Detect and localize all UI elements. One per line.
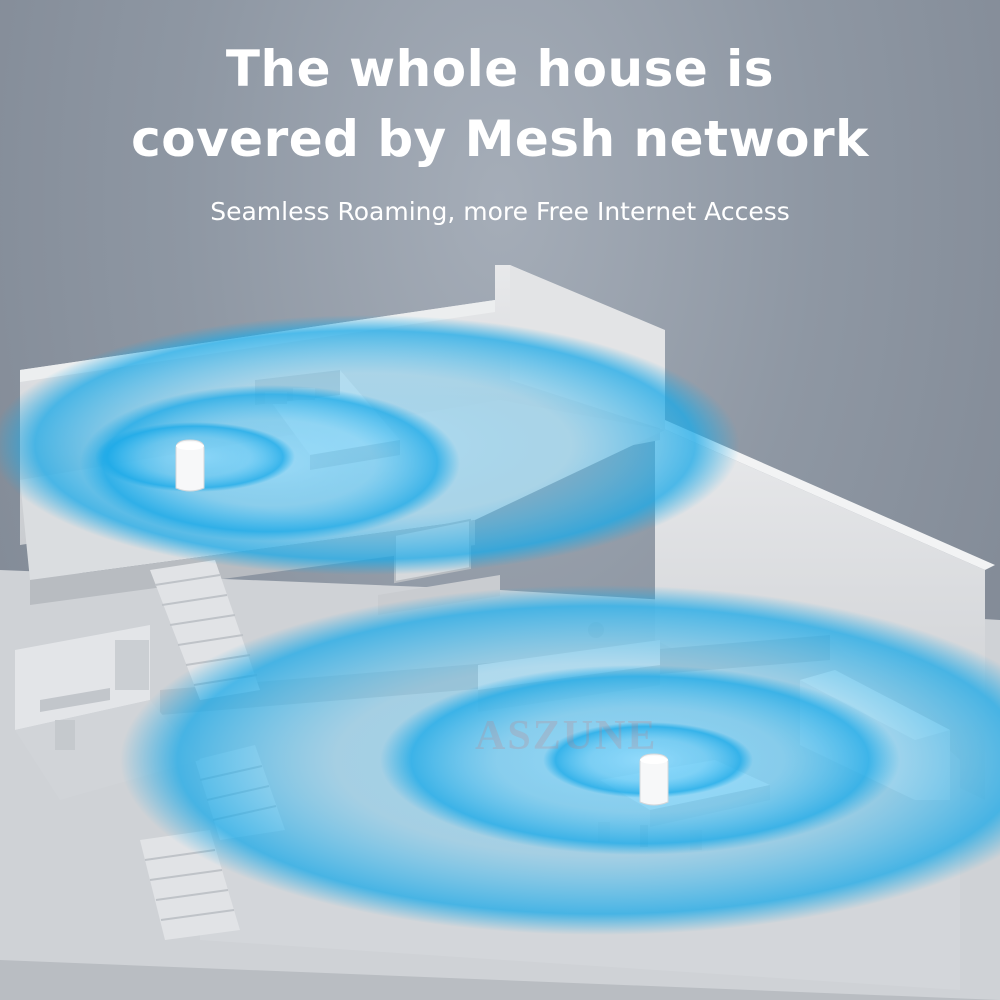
lower-signal-coverage xyxy=(120,585,1000,935)
headline: The whole house is covered by Mesh netwo… xyxy=(0,34,1000,174)
headline-line-2: covered by Mesh network xyxy=(131,110,869,168)
lower-mesh-router-icon xyxy=(639,753,669,806)
watermark-text: ASZUNE xyxy=(475,713,658,759)
upper-mesh-router-icon xyxy=(175,439,205,492)
headline-line-1: The whole house is xyxy=(225,40,775,98)
upper-signal-coverage xyxy=(0,315,740,575)
subheadline: Seamless Roaming, more Free Internet Acc… xyxy=(210,197,790,226)
